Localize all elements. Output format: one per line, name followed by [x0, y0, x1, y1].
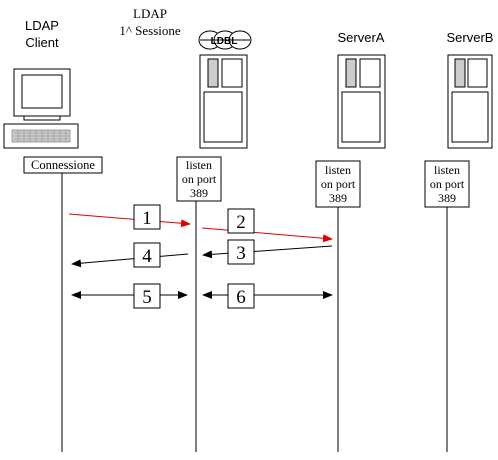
server-tower-icon: [337, 54, 386, 149]
step-6-box: 6: [227, 283, 255, 309]
step-2-label: 2: [236, 212, 246, 233]
serverA-listen-line3: 389: [329, 191, 347, 205]
ldbl-logo-icon: LDBL: [198, 30, 252, 50]
keyboard-icon: [3, 123, 79, 149]
session-listen-line1: listen: [186, 158, 212, 172]
step-5-box: 5: [133, 283, 161, 309]
session-listen-line2: on port: [182, 172, 217, 186]
connessione-box: Connessione: [23, 156, 103, 174]
client-title-line2: Client: [25, 35, 59, 50]
session-title-line1: LDAP: [133, 6, 167, 21]
step-2-box: 2: [227, 208, 255, 234]
serverB-listen-line3: 389: [438, 191, 456, 205]
step-3-label: 3: [236, 243, 246, 264]
arrow-3-response: [202, 245, 333, 259]
step-1-box: 1: [133, 204, 161, 230]
serverB-listen-line1: listen: [434, 163, 460, 177]
step-4-box: 4: [133, 242, 161, 268]
session-listen-line3: 389: [190, 186, 208, 200]
session-listen-box: listen on port 389: [176, 156, 222, 202]
serverA-title: ServerA: [338, 30, 385, 45]
step-5-label: 5: [142, 287, 152, 308]
step-4-label: 4: [142, 246, 152, 267]
session-title-line2: 1^ Sessione: [119, 23, 181, 38]
serverB-title: ServerB: [447, 30, 494, 45]
step-6-label: 6: [236, 287, 246, 308]
step-1-label: 1: [142, 208, 152, 229]
ldbl-logo-text: LDBL: [211, 36, 238, 47]
workstation-icon: [13, 68, 71, 121]
serverA-listen-line1: listen: [325, 163, 351, 177]
client-title-line1: LDAP: [25, 18, 59, 33]
arrow-1-request: [68, 213, 191, 228]
serverA-listen-line2: on port: [321, 177, 356, 191]
serverA-listen-box: listen on port 389: [315, 160, 361, 208]
arrow-2-request: [201, 227, 333, 243]
serverB-listen-box: listen on port 389: [424, 160, 470, 208]
connessione-label: Connessione: [31, 158, 95, 172]
step-3-box: 3: [227, 239, 255, 265]
serverB-listen-line2: on port: [430, 177, 465, 191]
server-tower-icon: [199, 54, 248, 149]
server-tower-icon: [447, 54, 493, 149]
arrow-4-response: [71, 253, 189, 268]
